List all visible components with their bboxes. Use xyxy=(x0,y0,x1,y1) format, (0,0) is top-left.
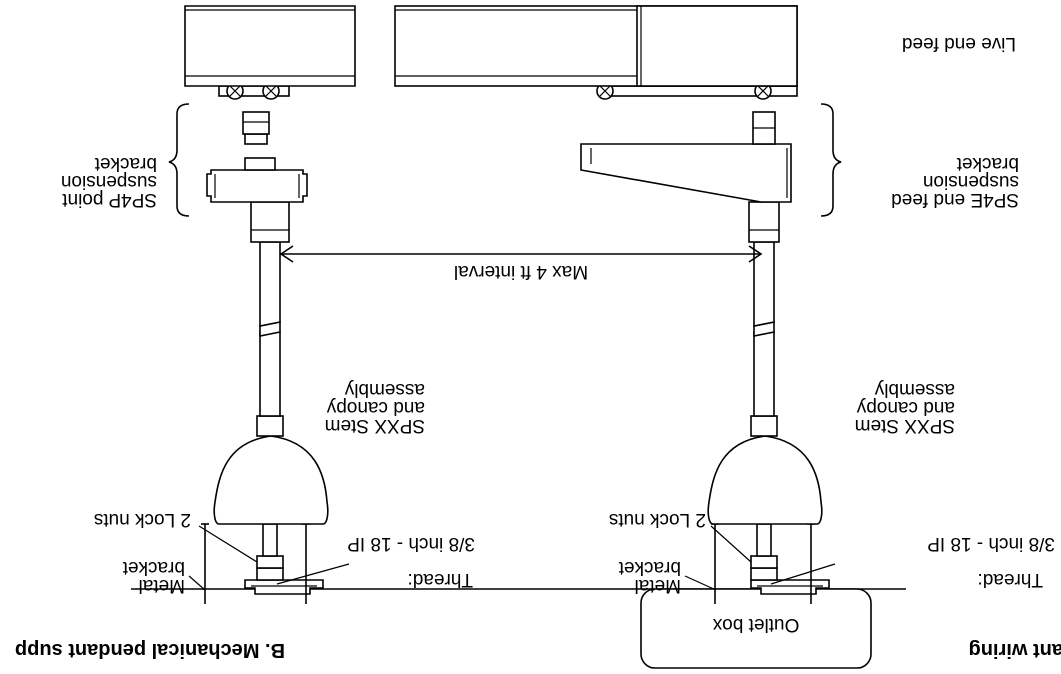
label-max-interval: Max 4 ft interval xyxy=(454,261,588,282)
label-thread-right: Thread: xyxy=(408,569,473,590)
rotated-drawing: Outlet box xyxy=(15,5,1061,669)
leader-metal-left xyxy=(684,575,717,591)
leader-thread-left xyxy=(770,563,836,585)
label-sp4e-3: bracket xyxy=(956,153,1019,174)
label-sp4p-2: suspension xyxy=(61,171,157,192)
label-sp4e-2: suspension xyxy=(923,171,1019,192)
brace-sp4p xyxy=(168,103,190,217)
leader-metal-right xyxy=(188,575,206,591)
pendant-right xyxy=(184,5,356,604)
label-metal-left-2: bracket xyxy=(618,557,681,578)
label-metal-right-2: bracket xyxy=(122,557,185,578)
label-sp4p-1: SP4P point xyxy=(62,189,157,210)
brace-sp4e xyxy=(820,103,842,217)
label-stem-left-1: SPXX Stem xyxy=(855,415,955,436)
label-thread-value-left: 3/8 inch - 18 IP xyxy=(927,533,1055,554)
label-live-end-feed: Live end feed xyxy=(902,33,1016,54)
label-metal-right-1: Metal xyxy=(139,575,185,596)
label-stem-left-2: and canopy xyxy=(856,397,955,418)
leader-thread-right xyxy=(276,563,350,585)
label-metal-left-1: Metal xyxy=(635,575,681,596)
labels: Live end feed SP4E end feed suspension b… xyxy=(15,33,1061,661)
label-stem-left-3: assembly xyxy=(874,379,955,400)
leader-lock-nuts-left xyxy=(710,525,752,563)
label-thread-value-right: 3/8 inch - 18 IP xyxy=(347,533,475,554)
outlet-box: Outlet box xyxy=(640,588,872,669)
label-stem-right-3: assembly xyxy=(344,379,425,400)
title-a-fragment: ant wiring xyxy=(969,639,1061,661)
label-sp4e-1: SP4E end feed xyxy=(891,189,1019,210)
label-stem-right-2: and canopy xyxy=(326,397,425,418)
pendant-left xyxy=(394,5,830,604)
title-b: B. Mechanical pendant supp xyxy=(15,639,285,661)
label-stem-right-1: SPXX Stem xyxy=(325,415,425,436)
interval-dimension xyxy=(279,245,763,263)
label-thread-left: Thread: xyxy=(978,569,1043,590)
leader-lock-nuts-right xyxy=(198,525,258,563)
outlet-box-label: Outlet box xyxy=(712,614,799,635)
label-lock-nuts-left: 2 Lock nuts xyxy=(609,509,706,530)
label-lock-nuts-right: 2 Lock nuts xyxy=(94,509,191,530)
label-sp4p-3: bracket xyxy=(94,153,157,174)
